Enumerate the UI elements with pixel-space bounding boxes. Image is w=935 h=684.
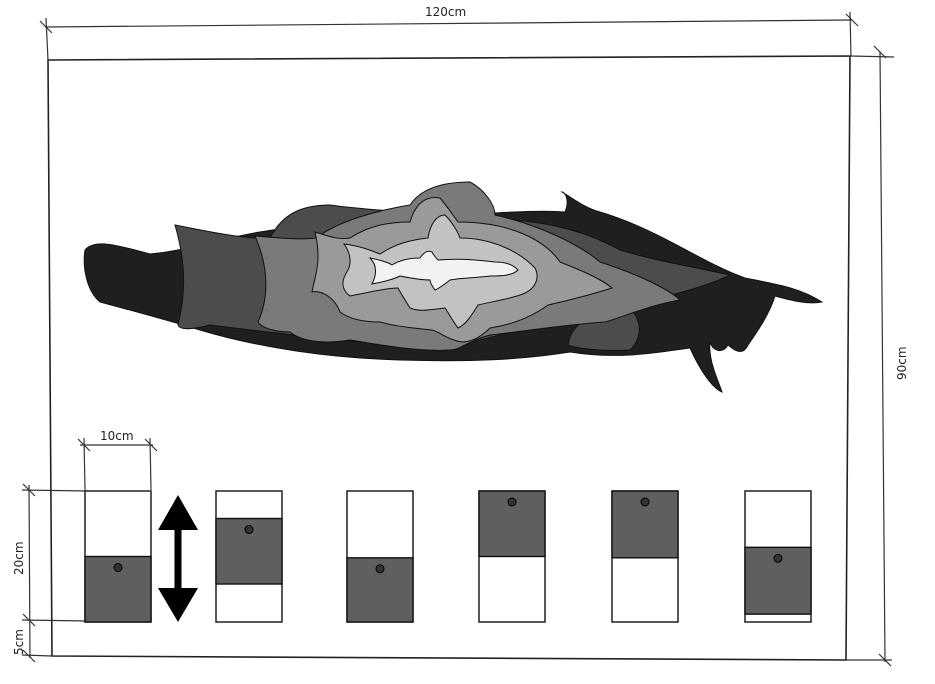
panel-row	[84, 490, 812, 623]
height-dimension: 90cm	[846, 45, 909, 667]
sliding-panel-3	[346, 490, 414, 623]
height-label: 90cm	[895, 346, 909, 380]
sliding-panel-4	[478, 490, 546, 623]
double-vertical-arrow-icon	[158, 495, 198, 622]
width-label: 120cm	[425, 5, 466, 19]
panel-knob-icon	[640, 497, 650, 507]
fish-silhouette-smallest	[368, 250, 519, 291]
gap-label: 5cm	[12, 629, 26, 655]
panel-height-dimension: 20cm 5cm	[12, 483, 89, 663]
panel-height-label: 20cm	[12, 541, 26, 575]
sliding-panel-2	[215, 490, 283, 623]
fish-group	[83, 181, 824, 393]
panel-knob-icon	[507, 497, 517, 507]
panel-knob-icon	[773, 553, 783, 563]
sliding-panel-6	[744, 490, 812, 623]
sliding-panel-5	[611, 490, 679, 623]
panel-knob-icon	[375, 564, 385, 574]
width-dimension: 120cm	[39, 5, 859, 61]
sliding-panel-1	[84, 490, 152, 623]
panel-width-label: 10cm	[100, 429, 134, 443]
panel-knob-icon	[113, 563, 123, 572]
panel-width-dimension: 10cm	[77, 429, 158, 491]
panel-knob-icon	[244, 525, 254, 535]
